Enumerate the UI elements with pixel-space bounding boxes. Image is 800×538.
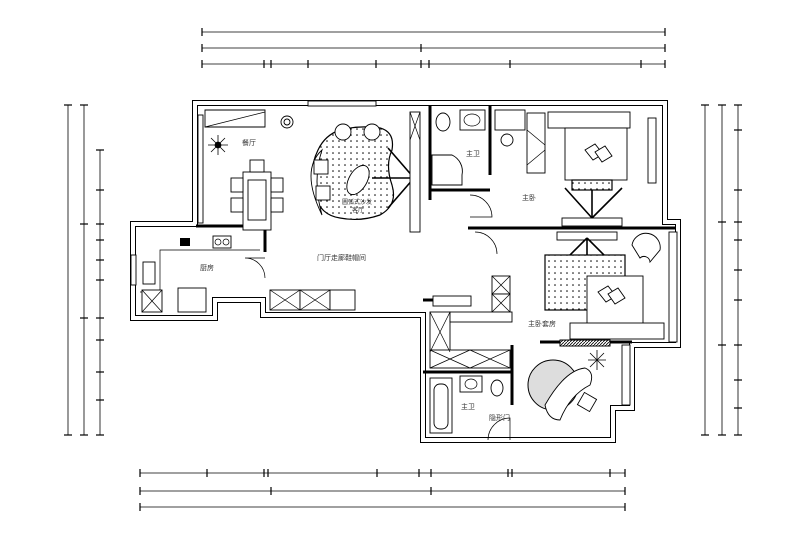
kitchen-area: 厨房 — [140, 235, 260, 313]
master-suite: 主卧套房 — [528, 231, 665, 347]
living-area: 圆弧式沙发 客厅 — [310, 111, 421, 233]
dimension-lines-bottom — [139, 469, 626, 511]
plant-icon — [208, 135, 228, 155]
master-bath-top: 主卫 — [431, 109, 486, 186]
room-label-hidden-door: 隐形门 — [489, 413, 510, 422]
room-label-hall: 门厅走廊鞋帽间 — [317, 253, 366, 262]
master-bath-bottom: 主卫 隐形门 — [429, 375, 510, 434]
master-bedroom: 主卧 — [494, 109, 631, 227]
dining-area: 餐厅 — [204, 109, 294, 231]
hall-cabinets: 门厅走廊鞋帽间 — [269, 253, 513, 369]
plant-icon — [588, 350, 606, 370]
room-label-master-bedroom: 主卧 — [522, 193, 536, 202]
exterior-walls — [130, 100, 681, 443]
dimension-lines-right — [701, 104, 742, 436]
dimension-lines-top — [201, 28, 666, 68]
room-label-kitchen: 厨房 — [200, 263, 214, 272]
room-label-living-sub: 客厅 — [352, 206, 364, 214]
room-label-living: 圆弧式沙发 — [342, 198, 372, 206]
study-area — [527, 350, 606, 421]
room-label-dining: 餐厅 — [242, 138, 256, 147]
dimension-lines-left — [64, 104, 104, 436]
windows — [130, 100, 678, 406]
room-label-master-bath-bottom: 主卫 — [461, 402, 475, 411]
room-label-master-bath-top: 主卫 — [466, 149, 480, 158]
room-label-master-suite: 主卧套房 — [528, 319, 556, 328]
